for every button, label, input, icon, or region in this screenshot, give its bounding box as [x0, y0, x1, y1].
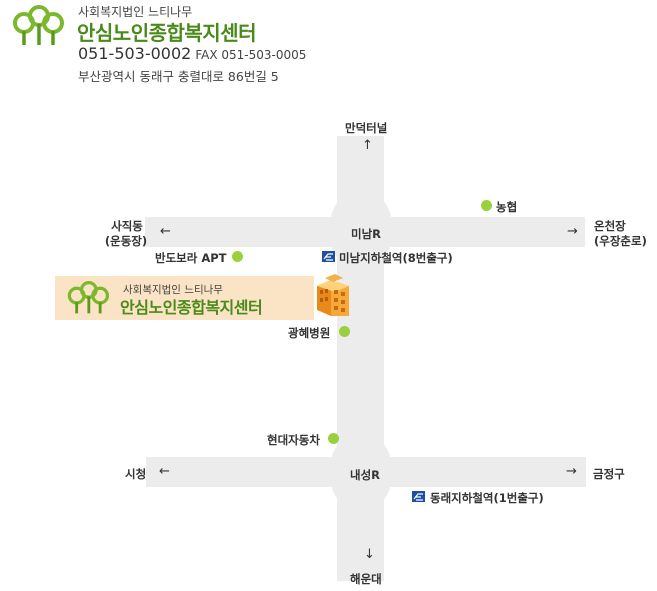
down-arrow-icon: ↓ [364, 547, 375, 562]
upper-east-destination: 온천장 [594, 219, 626, 233]
south-destination: 해운대 [350, 572, 382, 586]
bando-apt-marker-icon [232, 251, 243, 262]
lower-west-destination: 시청 [125, 467, 147, 481]
gwanghye-marker-icon [339, 326, 350, 337]
hyundai-marker-icon [328, 433, 339, 444]
highlight-org-subtitle: 사회복지법인 느티나무 [123, 284, 223, 296]
nonghyup-label: 농협 [496, 200, 518, 214]
upper-east-sub: (우장춘로) [594, 234, 647, 248]
gwanghye-hospital-label: 광혜병원 [288, 326, 331, 340]
tree-logo-icon [13, 5, 64, 45]
left-arrow-icon: ← [160, 224, 171, 239]
lower-east-destination: 금정구 [593, 467, 625, 481]
upper-west-sub: (운동장) [104, 234, 148, 248]
upper-west-destination: 사직동 [111, 219, 143, 233]
org-title: 안심노인종합복지센터 [77, 21, 257, 45]
address: 부산광역시 동래구 충렬대로 86번길 5 [78, 69, 279, 84]
north-destination: 만덕터널 [345, 121, 388, 135]
nonghyup-marker-icon [481, 200, 492, 211]
bando-apt-label: 반도보라 APT [155, 251, 227, 265]
subway-icon [412, 491, 425, 502]
lower-intersection-label: 내성R [350, 468, 381, 482]
center-location-highlight [55, 276, 314, 320]
org-subtitle: 사회복지법인 느티나무 [78, 5, 193, 19]
subway-icon [322, 251, 335, 262]
up-arrow-icon: ↑ [362, 138, 373, 153]
lower-rotary [331, 434, 391, 510]
minam-subway-label: 미남지하철역(8번출구) [339, 251, 453, 265]
upper-intersection-label: 미남R [351, 227, 382, 241]
building-icon [317, 274, 349, 316]
phone-value: 051-503-0002 [78, 44, 192, 63]
hyundai-label: 현대자동차 [267, 433, 320, 447]
right-arrow-icon: → [566, 464, 577, 479]
upper-rotary [331, 191, 391, 269]
highlight-org-title: 안심노인종합복지센터 [120, 298, 263, 317]
left-arrow-icon: ← [159, 464, 170, 479]
tree-logo-icon [67, 281, 110, 314]
fax-number: FAX 051-503-0005 [195, 48, 307, 62]
right-arrow-icon: → [567, 224, 578, 239]
dongnae-subway-label: 동래지하철역(1번출구) [430, 491, 544, 505]
